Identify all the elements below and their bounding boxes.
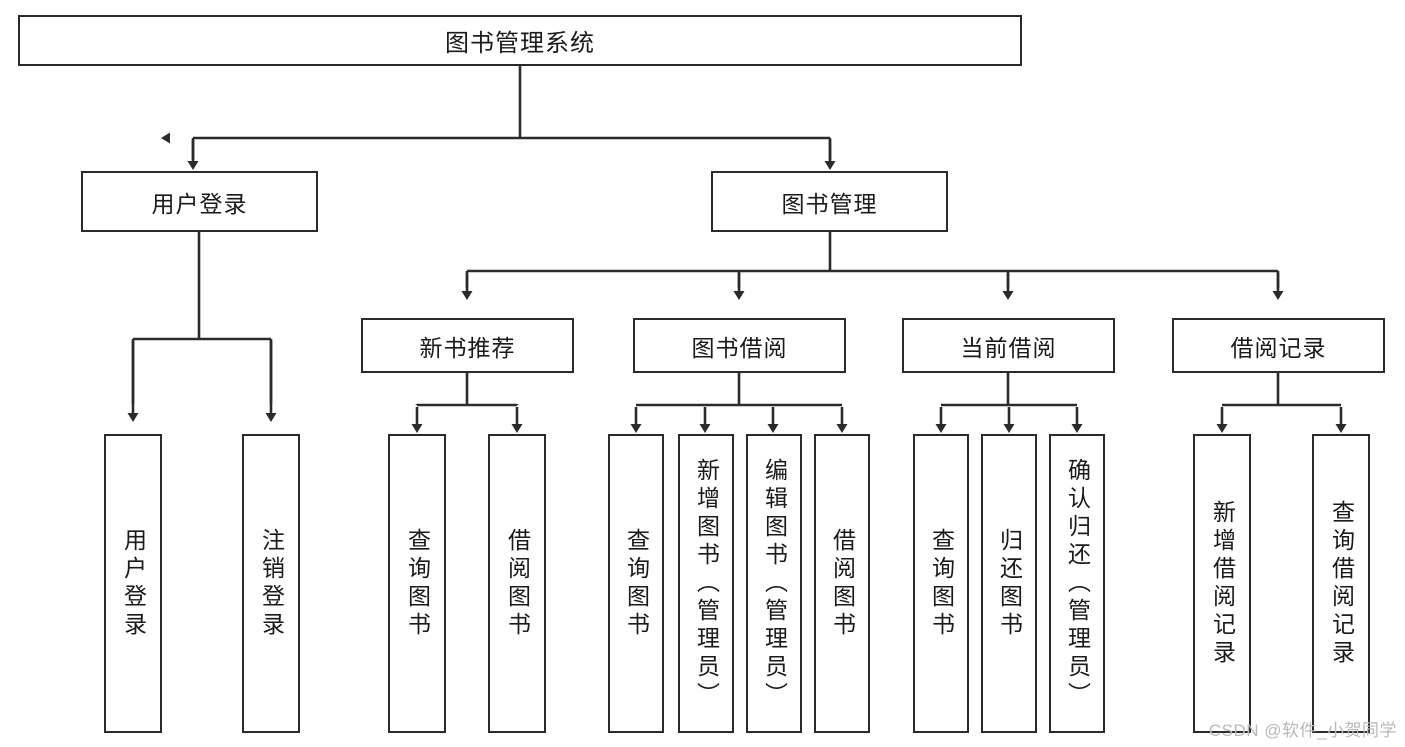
node-book-management-label: 图书管理 bbox=[781, 190, 878, 217]
node-leaf-borrow-book-2-label: 借阅图书 bbox=[829, 527, 856, 640]
node-leaf-return-book-label: 归还图书 bbox=[996, 527, 1023, 640]
node-leaf-user-login-label: 用户登录 bbox=[120, 527, 147, 640]
node-leaf-edit-book-admin-label: 编辑图书（管理员） bbox=[761, 457, 788, 710]
node-user-login[interactable]: 用户登录 bbox=[81, 171, 318, 232]
node-leaf-query-borrow-record[interactable]: 查询借阅记录 bbox=[1312, 434, 1370, 733]
node-leaf-return-book[interactable]: 归还图书 bbox=[981, 434, 1037, 733]
node-leaf-borrow-book-1-label: 借阅图书 bbox=[504, 527, 531, 640]
node-leaf-query-borrow-record-label: 查询借阅记录 bbox=[1328, 499, 1355, 668]
node-root[interactable]: 图书管理系统 bbox=[18, 15, 1022, 66]
node-leaf-logout[interactable]: 注销登录 bbox=[242, 434, 300, 733]
csdn-watermark: CSDN @软件_小贺同学 bbox=[1208, 721, 1397, 740]
node-leaf-query-book-3-label: 查询图书 bbox=[928, 527, 955, 640]
node-leaf-add-borrow-record-label: 新增借阅记录 bbox=[1209, 499, 1236, 668]
node-leaf-query-book-2-label: 查询图书 bbox=[623, 527, 650, 640]
node-leaf-query-book-2[interactable]: 查询图书 bbox=[608, 434, 664, 733]
node-leaf-borrow-book-1[interactable]: 借阅图书 bbox=[488, 434, 546, 733]
node-leaf-borrow-book-2[interactable]: 借阅图书 bbox=[814, 434, 870, 733]
node-book-borrow[interactable]: 图书借阅 bbox=[633, 318, 846, 373]
node-book-management[interactable]: 图书管理 bbox=[711, 171, 948, 232]
node-borrow-record[interactable]: 借阅记录 bbox=[1172, 318, 1385, 373]
node-leaf-query-book-1[interactable]: 查询图书 bbox=[388, 434, 446, 733]
node-current-borrow-label: 当前借阅 bbox=[960, 334, 1057, 361]
node-user-login-label: 用户登录 bbox=[151, 190, 248, 217]
node-leaf-query-book-1-label: 查询图书 bbox=[404, 527, 431, 640]
node-leaf-logout-label: 注销登录 bbox=[258, 527, 285, 640]
node-borrow-record-label: 借阅记录 bbox=[1230, 334, 1327, 361]
node-new-book-recommend-label: 新书推荐 bbox=[419, 334, 516, 361]
node-book-borrow-label: 图书借阅 bbox=[691, 334, 788, 361]
node-current-borrow[interactable]: 当前借阅 bbox=[902, 318, 1115, 373]
node-leaf-query-book-3[interactable]: 查询图书 bbox=[913, 434, 969, 733]
node-leaf-user-login[interactable]: 用户登录 bbox=[104, 434, 162, 733]
node-leaf-add-book-admin-label: 新增图书（管理员） bbox=[693, 457, 720, 710]
node-leaf-edit-book-admin[interactable]: 编辑图书（管理员） bbox=[746, 434, 802, 733]
node-new-book-recommend[interactable]: 新书推荐 bbox=[361, 318, 574, 373]
node-leaf-add-book-admin[interactable]: 新增图书（管理员） bbox=[678, 434, 734, 733]
node-leaf-add-borrow-record[interactable]: 新增借阅记录 bbox=[1193, 434, 1251, 733]
node-leaf-confirm-return-admin-label: 确认归还（管理员） bbox=[1064, 457, 1091, 710]
node-root-label: 图书管理系统 bbox=[445, 30, 595, 57]
node-leaf-confirm-return-admin[interactable]: 确认归还（管理员） bbox=[1049, 434, 1105, 733]
